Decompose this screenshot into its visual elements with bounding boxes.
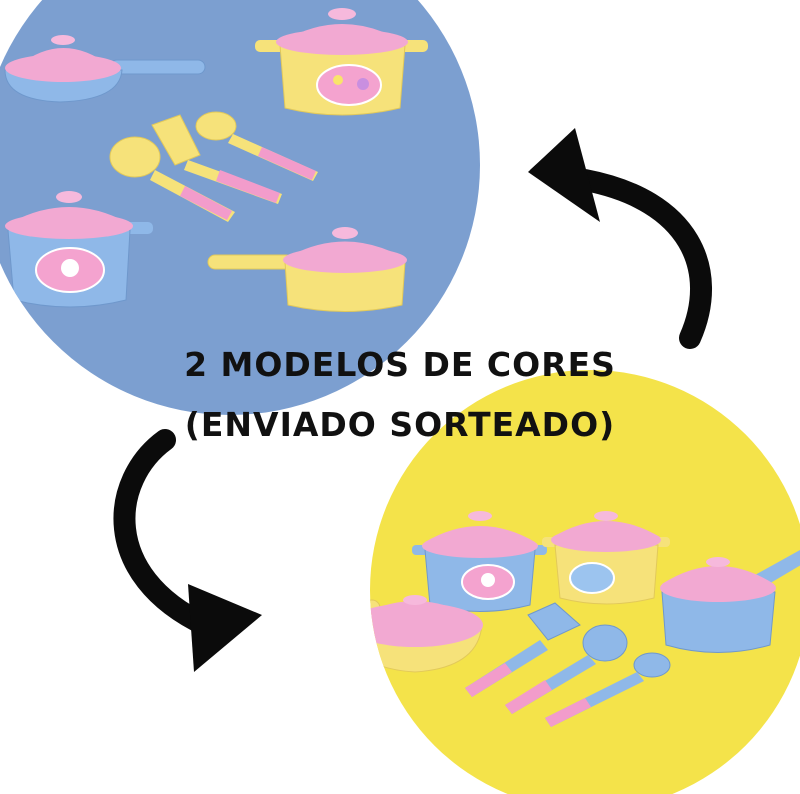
star-sticker-icon [333,75,343,85]
toy-spatula-blue [465,602,581,697]
caption-line-1: 2 MODELOS DE CORES [184,345,616,384]
toy-saucepan-blue [660,550,800,653]
cupcake-sticker-icon [357,78,369,90]
blue-model-toy-set [4,8,428,312]
toy-pot-yellow [255,8,428,116]
toy-pot-pink [542,511,670,605]
caption-line-2: (ENVIADO SORTEADO) [184,405,616,444]
curved-arrow-up-icon [528,128,713,349]
toy-ladle-blue [505,624,628,714]
unicorn-sticker-icon [61,259,79,277]
toy-spoon [195,111,318,181]
curved-arrow-down-icon [113,429,262,672]
toy-spoon-blue [545,652,671,727]
toy-frying-pan [4,35,206,103]
toy-pot-blue-2 [412,511,547,612]
toy-saucepan-yellow [207,227,407,312]
toy-spatula [151,114,282,204]
toy-ladle [109,136,235,222]
unicorn-sticker-icon-2 [481,573,495,587]
toy-pot-blue [5,191,153,308]
